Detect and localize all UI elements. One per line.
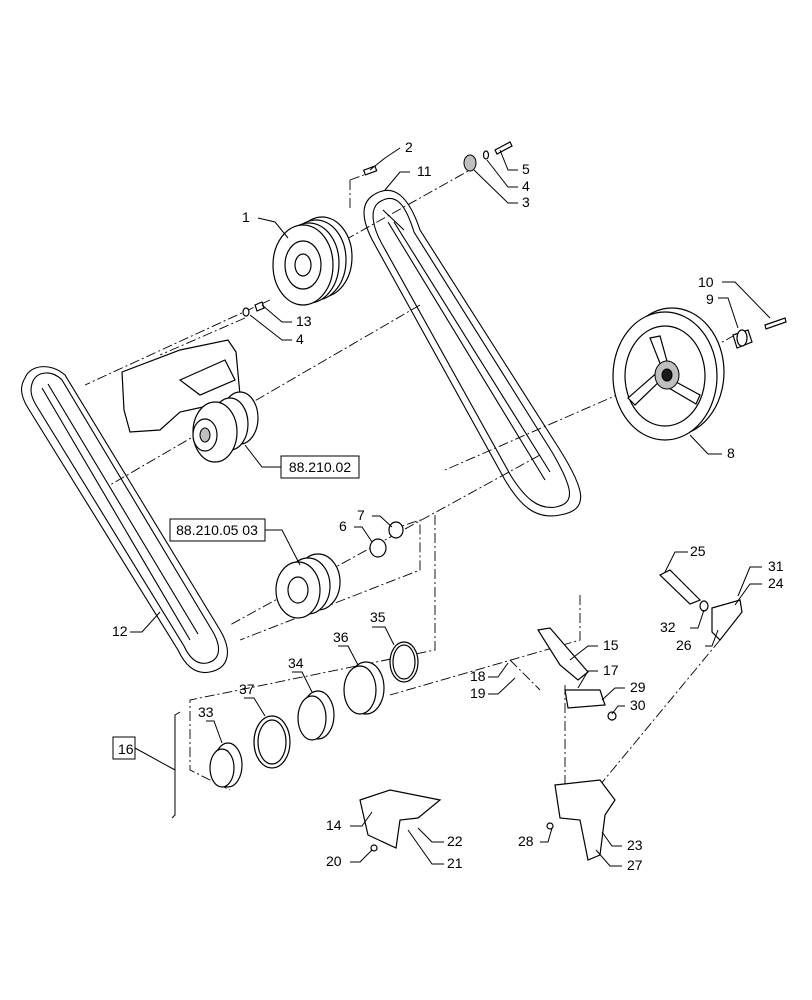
callout-35: 35	[370, 609, 386, 625]
top-hardware	[362, 141, 513, 176]
callout-10: 10	[698, 274, 714, 290]
callout-8: 8	[727, 445, 735, 461]
tensioner-bracket-assembly	[121, 339, 259, 463]
callout-7: 7	[357, 507, 365, 523]
callout-33: 33	[198, 704, 214, 720]
callout-2: 2	[405, 139, 413, 155]
bracket-hardware	[242, 301, 265, 317]
callout-15: 15	[603, 637, 619, 653]
bearing-ring-set	[209, 641, 419, 788]
callout-24: 24	[768, 575, 784, 591]
reference-label-b: 88.210.05 03	[176, 522, 258, 538]
callout-6: 6	[339, 518, 347, 534]
callout-12: 12	[112, 623, 128, 639]
callout-21: 21	[447, 855, 463, 871]
callout-29: 29	[630, 679, 646, 695]
callout-13: 13	[296, 313, 312, 329]
callout-27: 27	[627, 857, 643, 873]
callout-11: 11	[417, 163, 432, 179]
callout-22: 22	[447, 833, 463, 849]
callout-9: 9	[706, 291, 714, 307]
upper-drive-belt	[363, 189, 582, 517]
support-brackets	[359, 569, 743, 861]
callout-23: 23	[627, 837, 643, 853]
upper-grooved-pulley	[272, 216, 353, 306]
callout-16: 16	[118, 741, 134, 757]
callout-box-16	[112, 711, 181, 819]
callout-19: 19	[470, 685, 486, 701]
reference-box-88-210-05-03[interactable]: 88.210.05 03	[169, 518, 301, 566]
callout-20: 20	[326, 853, 342, 869]
reference-box-88-210-02[interactable]: 88.210.02	[244, 444, 360, 479]
callout-28: 28	[518, 833, 534, 849]
callout-32: 32	[660, 619, 676, 635]
callout-17: 17	[603, 662, 619, 678]
callout-14: 14	[326, 817, 342, 833]
clutch-pulley-assembly	[275, 521, 404, 619]
callout-25: 25	[690, 543, 706, 559]
large-drive-pulley	[612, 307, 725, 441]
reference-label-a: 88.210.02	[289, 459, 351, 475]
callout-18: 18	[470, 668, 486, 684]
callout-37: 37	[239, 681, 255, 697]
callout-4-lower: 4	[296, 331, 304, 347]
callout-26: 26	[676, 637, 692, 653]
callout-31: 31	[768, 558, 784, 574]
callout-4-top: 4	[522, 178, 530, 194]
callout-1: 1	[242, 209, 250, 225]
callout-30: 30	[630, 697, 646, 713]
callout-36: 36	[333, 629, 349, 645]
pulley-hub-hardware	[732, 317, 787, 349]
callouts: 1 2 3 4 5 11 13 4 10 9 8 7 6 12 35 36 34	[112, 139, 784, 873]
lower-drive-belt	[21, 366, 228, 674]
callout-5: 5	[522, 161, 530, 177]
callout-34: 34	[288, 655, 304, 671]
callout-3: 3	[522, 194, 530, 210]
